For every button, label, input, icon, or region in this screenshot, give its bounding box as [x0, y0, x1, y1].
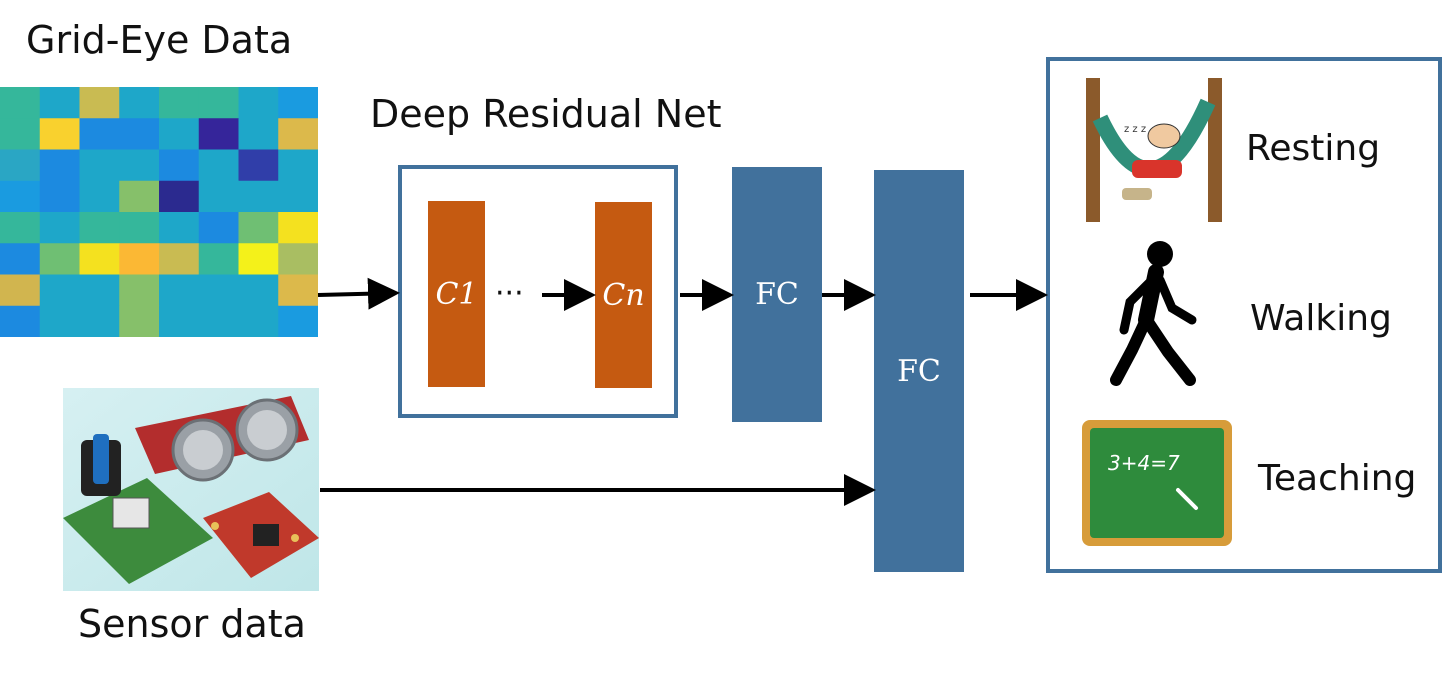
heatmap-cell	[198, 274, 239, 307]
conv-ellipsis: ···	[495, 276, 524, 311]
heatmap-cell	[119, 180, 160, 213]
heatmap-cell	[278, 180, 318, 213]
heatmap-cell	[198, 243, 239, 275]
resting-label: Resting	[1246, 128, 1381, 169]
heatmap-cell	[238, 243, 279, 275]
fc-first-label: FC	[755, 277, 799, 312]
heatmap-cell	[0, 274, 41, 307]
heatmap-cell	[119, 243, 160, 275]
sensor-data-title: Sensor data	[78, 602, 306, 646]
heatmap-cell	[278, 87, 318, 119]
heatmap-cell	[119, 87, 160, 119]
heatmap-cell	[238, 118, 279, 150]
grid-eye-title: Grid-Eye Data	[26, 18, 293, 62]
svg-text:z z z: z z z	[1124, 124, 1146, 135]
heatmap-cell	[278, 212, 318, 244]
heatmap-cell	[79, 87, 120, 119]
heatmap-cell	[119, 118, 160, 150]
heatmap-cell	[198, 212, 239, 244]
heatmap-cell	[119, 305, 160, 337]
heatmap-cell	[198, 87, 239, 119]
walking-person-icon	[1110, 241, 1197, 386]
grid-eye-heatmap-image	[0, 87, 318, 337]
heatmap-cell	[278, 149, 318, 182]
heatmap-cell	[79, 305, 120, 337]
deep-residual-net-title: Deep Residual Net	[370, 92, 722, 136]
heatmap-cell	[0, 118, 41, 150]
heatmap-cell	[159, 212, 200, 244]
heatmap-cell	[39, 274, 80, 307]
arrow-heatmap-to-drn	[317, 277, 400, 310]
heatmap-cell	[0, 212, 41, 244]
heatmap-cell	[0, 87, 41, 119]
heatmap-cell	[238, 87, 279, 119]
heatmap-cell	[0, 180, 41, 213]
chalkboard-icon	[1082, 420, 1232, 546]
heatmap-cell	[159, 274, 200, 307]
heatmap-cell	[79, 149, 120, 182]
fc-layer-second: FC	[874, 170, 964, 572]
heatmap-cell	[159, 305, 200, 337]
heatmap-cell	[39, 149, 80, 182]
heatmap-cell	[39, 243, 80, 275]
heatmap-cell	[39, 180, 80, 213]
conv-block-last: Cn	[595, 202, 652, 388]
heatmap-cell	[79, 243, 120, 275]
heatmap-cell	[238, 274, 279, 307]
walking-label: Walking	[1250, 298, 1392, 339]
heatmap-cell	[79, 274, 120, 307]
heatmap-cell	[119, 274, 160, 307]
heatmap-cell	[198, 118, 239, 150]
heatmap-cell	[0, 305, 41, 337]
person-in-hammock-icon: z z z	[1082, 78, 1228, 222]
heatmap-cell	[159, 243, 200, 275]
heatmap-cell	[238, 180, 279, 213]
heatmap-cell	[119, 212, 160, 244]
heatmap-cell	[159, 180, 200, 213]
heatmap-cell	[278, 274, 318, 307]
heatmap-cell	[39, 305, 80, 337]
heatmap-cell	[198, 149, 239, 182]
heatmap-cell	[119, 149, 160, 182]
heatmap-cell	[278, 243, 318, 275]
heatmap-cell	[198, 180, 239, 213]
heatmap-cell	[79, 180, 120, 213]
heatmap-cell	[159, 149, 200, 182]
heatmap-cell	[278, 118, 318, 150]
fc-second-label: FC	[897, 353, 941, 389]
heatmap-cell	[238, 212, 279, 244]
heatmap-cell	[79, 118, 120, 150]
heatmap-cell	[159, 118, 200, 150]
sensor-boards-photo	[63, 388, 319, 591]
heatmap-cell	[79, 212, 120, 244]
heatmap-cell	[238, 305, 279, 337]
heatmap-cell	[0, 149, 41, 182]
fc-layer-first: FC	[732, 167, 822, 422]
heatmap-cell	[238, 149, 279, 182]
conv-last-label: Cn	[602, 277, 645, 313]
heatmap-cell	[39, 118, 80, 150]
heatmap-cell	[159, 87, 200, 119]
heatmap-cell	[198, 305, 239, 337]
heatmap-cell	[278, 305, 318, 337]
heatmap-cell	[39, 212, 80, 244]
teaching-label: Teaching	[1258, 458, 1417, 499]
conv-block-first: C1	[428, 201, 485, 387]
heatmap-cell	[0, 243, 41, 275]
conv-first-label: C1	[435, 276, 478, 312]
chalkboard-equation: 3+4=7	[1108, 451, 1180, 475]
heatmap-cell	[39, 87, 80, 119]
